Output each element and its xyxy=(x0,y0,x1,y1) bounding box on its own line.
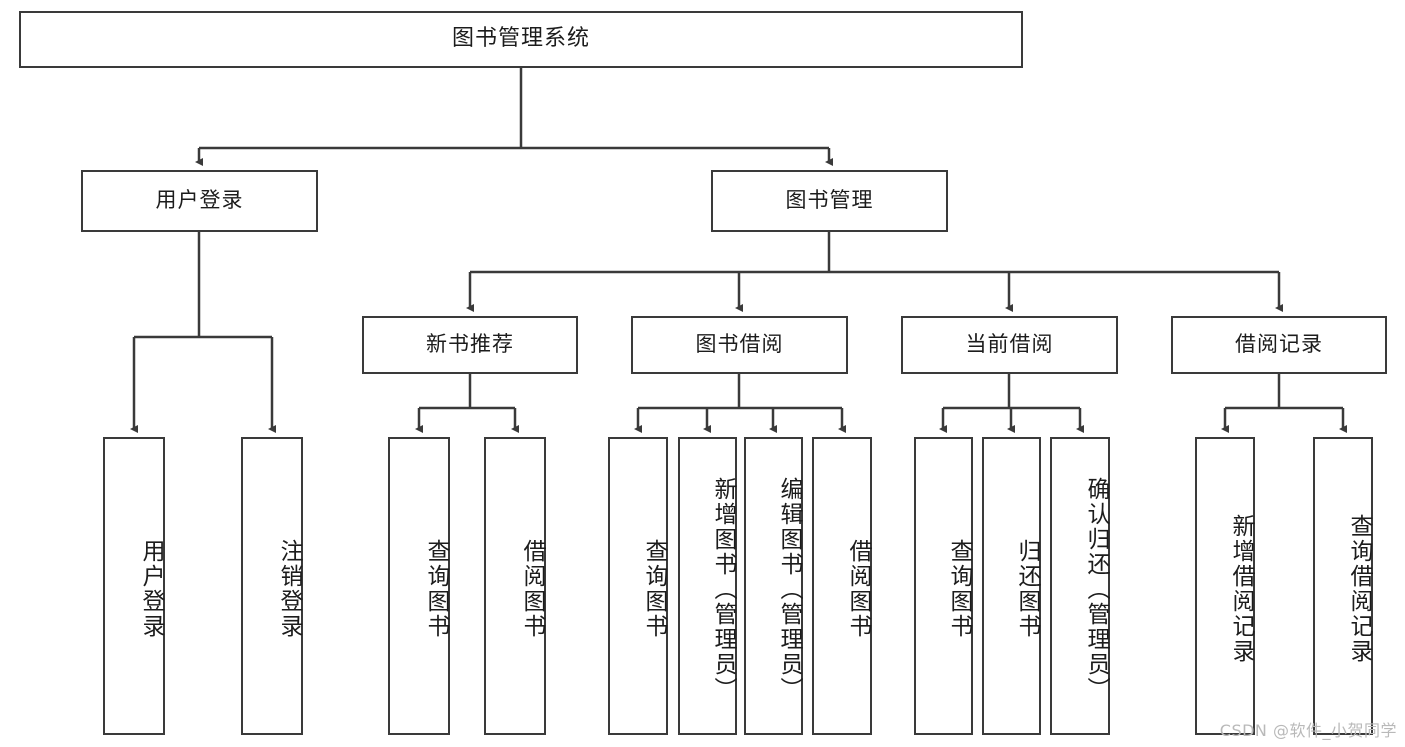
node-query-book-1[interactable]: 查询图书 xyxy=(388,437,450,735)
node-query-book-2[interactable]: 查询图书 xyxy=(608,437,668,735)
edge-new-book-recommend-to-children xyxy=(415,374,519,433)
edge-root-to-level2 xyxy=(195,68,833,166)
node-user-login[interactable]: 用户登录 xyxy=(81,170,318,232)
node-edit-book-admin[interactable]: 编辑图书（管理员） xyxy=(744,437,803,735)
node-book-borrow[interactable]: 图书借阅 xyxy=(631,316,848,374)
edge-current-borrow-to-children xyxy=(939,374,1084,433)
edge-book-borrow-to-children xyxy=(634,374,846,433)
node-current-borrow[interactable]: 当前借阅 xyxy=(901,316,1118,374)
node-add-book-admin[interactable]: 新增图书（管理员） xyxy=(678,437,737,735)
node-query-book-3[interactable]: 查询图书 xyxy=(914,437,973,735)
node-root[interactable]: 图书管理系统 xyxy=(19,11,1023,68)
edge-borrow-record-to-children xyxy=(1221,374,1347,433)
csdn-watermark: CSDN @软件_小贺同学 xyxy=(1219,721,1397,740)
node-borrow-record[interactable]: 借阅记录 xyxy=(1171,316,1387,374)
node-borrow-book-1[interactable]: 借阅图书 xyxy=(484,437,546,735)
edge-book-management-to-children xyxy=(466,232,1283,312)
node-confirm-return-admin[interactable]: 确认归还（管理员） xyxy=(1050,437,1110,735)
node-borrow-book-2[interactable]: 借阅图书 xyxy=(812,437,872,735)
node-user-logout[interactable]: 注销登录 xyxy=(241,437,303,735)
node-add-borrow-record[interactable]: 新增借阅记录 xyxy=(1195,437,1255,735)
node-new-book-recommend[interactable]: 新书推荐 xyxy=(362,316,578,374)
node-user-login-do[interactable]: 用户登录 xyxy=(103,437,165,735)
node-return-book[interactable]: 归还图书 xyxy=(982,437,1041,735)
node-query-borrow-record[interactable]: 查询借阅记录 xyxy=(1313,437,1373,735)
node-book-management[interactable]: 图书管理 xyxy=(711,170,948,232)
edge-user-login-to-children xyxy=(130,232,276,433)
